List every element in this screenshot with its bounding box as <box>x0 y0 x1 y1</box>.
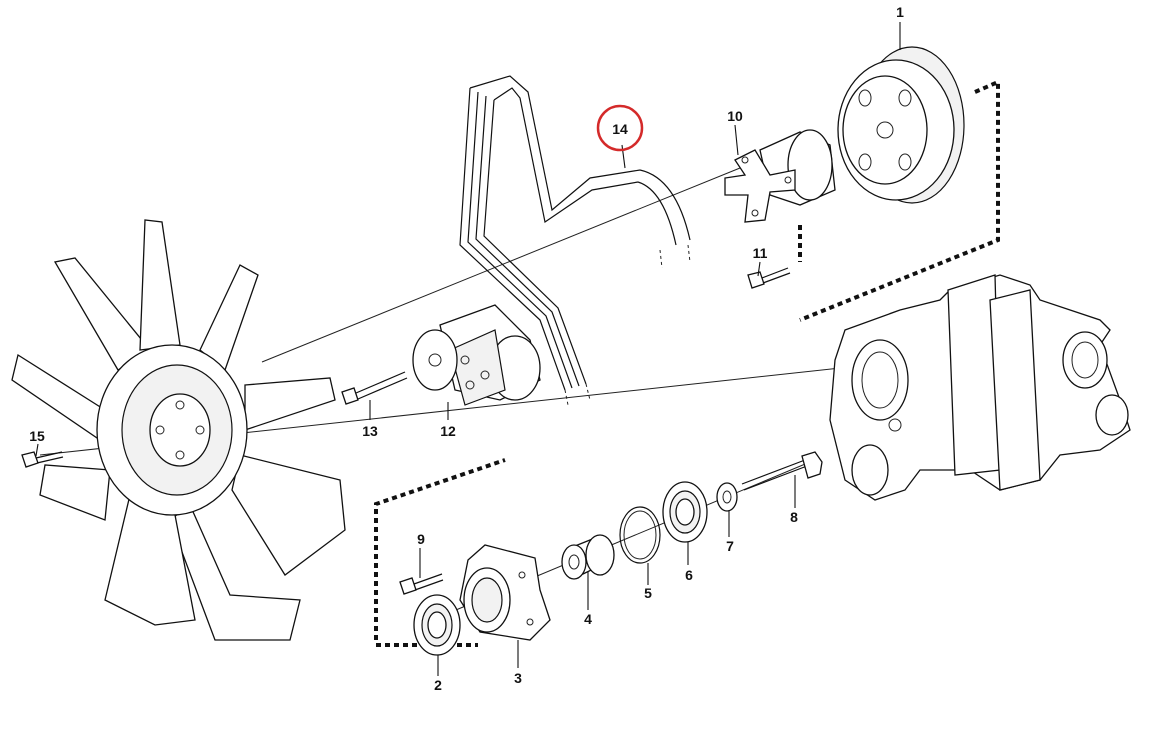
part-label-4: 4 <box>584 611 592 627</box>
part-label-9: 9 <box>417 531 425 547</box>
bearing-6 <box>662 481 708 543</box>
washer-7 <box>716 482 738 512</box>
part-label-8: 8 <box>790 509 798 525</box>
bolt-11 <box>747 267 791 289</box>
part-label-1: 1 <box>896 4 904 20</box>
spacer-4 <box>561 534 615 580</box>
part-label-7: 7 <box>726 538 734 554</box>
pulley-hub <box>724 129 836 223</box>
assembly-frame-upper <box>798 78 1000 322</box>
bolt-8 <box>741 451 823 491</box>
idler-housing-3 <box>459 544 551 641</box>
part-label-10: 10 <box>727 108 743 124</box>
snap-ring-5 <box>619 506 661 564</box>
part-label-13: 13 <box>362 423 378 439</box>
part-label-6: 6 <box>685 567 693 583</box>
bolt-15 <box>21 451 64 468</box>
crank-pulley <box>837 46 965 204</box>
bolt-9 <box>399 573 444 595</box>
highlight-circle <box>596 104 644 152</box>
belt-tensioner <box>412 304 541 406</box>
bolt-13 <box>341 371 408 405</box>
bearing-2 <box>413 594 461 656</box>
part-label-2: 2 <box>434 677 442 693</box>
part-label-11: 11 <box>753 245 768 261</box>
engine-housing <box>829 274 1131 501</box>
assembly-frame-lower <box>374 458 506 647</box>
part-label-14: 14 <box>612 121 628 137</box>
part-label-15: 15 <box>29 428 45 444</box>
part-label-5: 5 <box>644 585 652 601</box>
part-label-12: 12 <box>440 423 456 439</box>
drive-belt <box>459 75 691 406</box>
part-label-3: 3 <box>514 670 522 686</box>
cooling-fan <box>11 219 346 641</box>
part-labels: 1 2 3 4 5 6 7 8 9 10 11 12 13 14 15 <box>29 4 904 693</box>
